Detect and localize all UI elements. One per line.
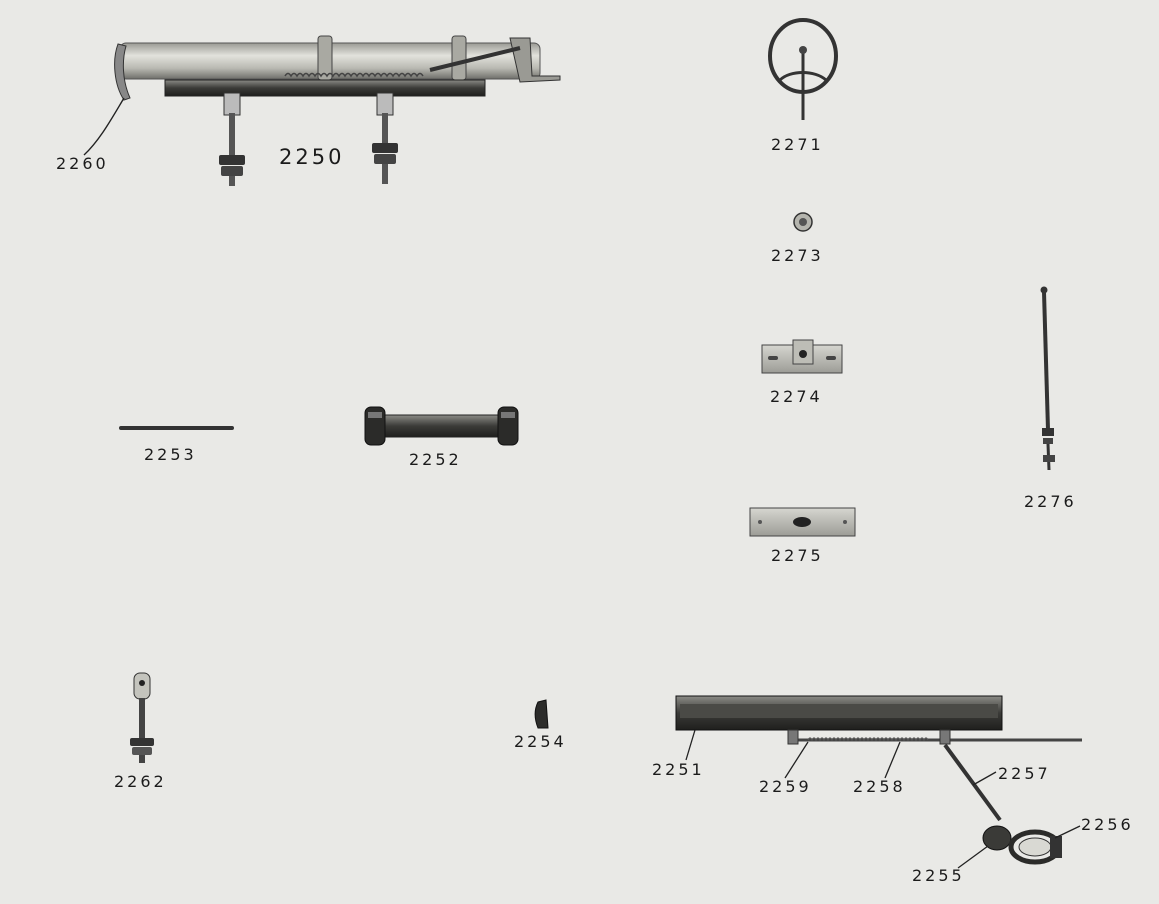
part-2262-eye-bolt bbox=[130, 672, 154, 763]
label-2255: 2255 bbox=[912, 866, 965, 885]
part-2275-flat-plate bbox=[749, 507, 856, 537]
label-2253: 2253 bbox=[144, 445, 197, 464]
leader-2251 bbox=[685, 729, 696, 761]
part-2250-cylinder-assembly bbox=[114, 35, 561, 186]
label-2260: 2260 bbox=[56, 154, 109, 173]
part-2273-washer bbox=[793, 212, 813, 232]
label-2256: 2256 bbox=[1081, 815, 1134, 834]
label-2259: 2259 bbox=[759, 777, 812, 796]
leader-2255 bbox=[957, 845, 989, 869]
label-2273: 2273 bbox=[771, 246, 824, 265]
label-2258: 2258 bbox=[853, 777, 906, 796]
label-2275: 2275 bbox=[771, 546, 824, 565]
label-2252: 2252 bbox=[409, 450, 462, 469]
leader-2259 bbox=[784, 741, 809, 779]
part-2251-bar-assembly bbox=[675, 695, 1082, 865]
label-2251: 2251 bbox=[652, 760, 705, 779]
part-2276-threaded-rod bbox=[1040, 286, 1055, 471]
leader-2260 bbox=[83, 97, 125, 156]
leader-2258 bbox=[884, 741, 901, 779]
label-2262: 2262 bbox=[114, 772, 167, 791]
label-2274: 2274 bbox=[770, 387, 823, 406]
part-2254-key bbox=[534, 699, 549, 729]
leader-2257 bbox=[972, 771, 997, 786]
label-2271: 2271 bbox=[771, 135, 824, 154]
leader-2256 bbox=[1054, 825, 1081, 839]
part-2271-hook-ring bbox=[768, 18, 838, 120]
label-2276: 2276 bbox=[1024, 492, 1077, 511]
label-2254: 2254 bbox=[514, 732, 567, 751]
part-2252-roller bbox=[364, 406, 519, 446]
label-2250: 2250 bbox=[279, 145, 345, 169]
label-2257: 2257 bbox=[998, 764, 1051, 783]
part-2274-slotted-plate bbox=[761, 339, 843, 374]
